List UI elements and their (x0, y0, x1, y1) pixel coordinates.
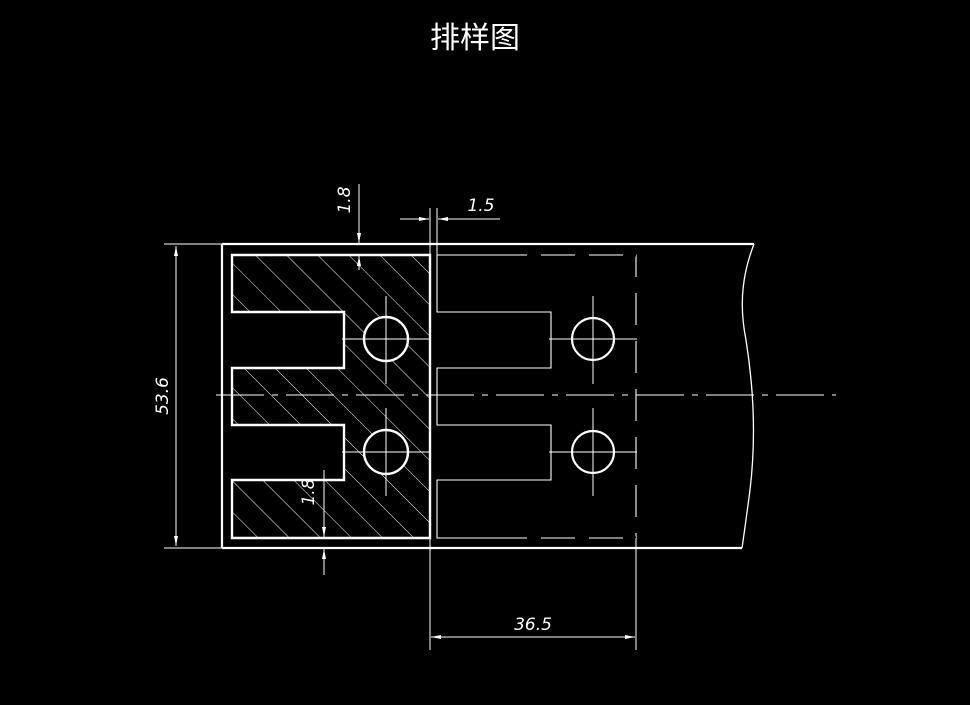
hatched-part (230, 253, 432, 540)
break-line (741, 243, 755, 549)
strip-width-label: 53.6 (153, 377, 173, 415)
dimension-part-gap (400, 208, 500, 650)
center-lines (216, 296, 836, 496)
edge-margin-bottom-label: 1.8 (299, 478, 319, 505)
strip-outline (220, 242, 755, 550)
dimension-strip-width (164, 243, 222, 549)
next-part-outline (436, 254, 637, 539)
edge-margin-top-label: 1.8 (335, 186, 355, 213)
dimension-pitch (431, 538, 637, 650)
pitch-label: 36.5 (514, 615, 552, 635)
part-gap-label: 1.5 (467, 196, 494, 216)
next-part-dashed-edge (505, 253, 638, 540)
drawing-title: 排样图 (430, 21, 520, 56)
